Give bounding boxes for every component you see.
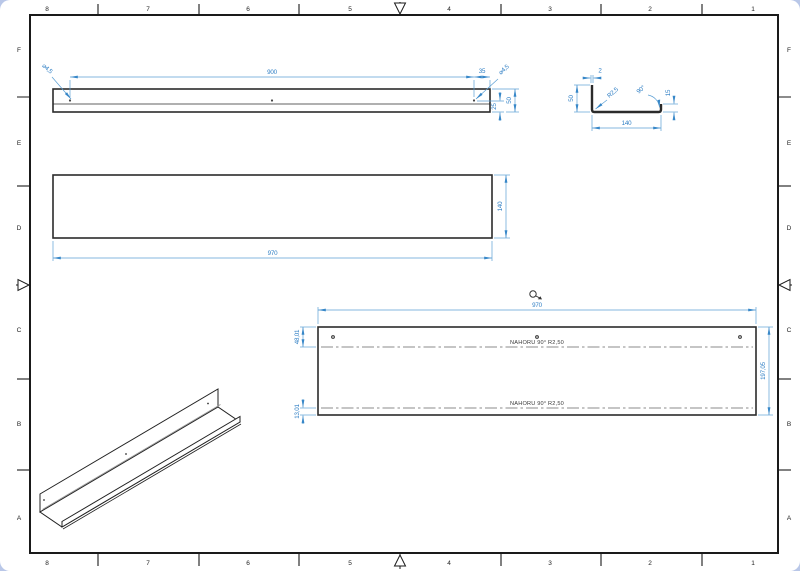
grid-letter: E: [17, 140, 22, 147]
dim-bottom-bend-offset: 13,01: [294, 403, 301, 418]
grid-number: 8: [45, 6, 49, 13]
dim-length: 900: [267, 69, 277, 76]
iso-hole: [207, 402, 209, 405]
iso-hem-edge: [62, 423, 242, 530]
iso-bend-edge: [42, 404, 221, 510]
grid-letter: A: [787, 515, 792, 522]
grid-letter: C: [17, 327, 22, 334]
grid-number: 5: [348, 6, 352, 13]
frame-ticks-top: [97, 4, 703, 14]
grid-number: 2: [648, 560, 652, 567]
section-view: 2 50 R2,5 90° 15 140: [568, 68, 678, 131]
dim-height: 50: [506, 97, 513, 104]
grid-letter: E: [787, 140, 792, 147]
grid-number: 3: [548, 560, 552, 567]
front-view: 900 35 ⌀4,5 ⌀4,5 25 50: [40, 62, 519, 121]
iso-lip-face: [61, 415, 241, 528]
frame-letters-right: F E D C B A: [787, 47, 792, 522]
grid-number: 7: [146, 560, 150, 567]
grid-letter: D: [17, 225, 22, 232]
dim-depth: 140: [497, 201, 504, 211]
bend-note-top: NAHORU 90° R2,50: [510, 340, 564, 346]
centering-arrow-right-icon: [777, 278, 792, 292]
frame-ticks-right: [779, 96, 791, 471]
dim-hole-dia-right: ⌀4,5: [497, 63, 511, 76]
dim-hole-dia-left: ⌀4,5: [40, 62, 54, 75]
frame-border: [29, 14, 779, 554]
dim-width: 140: [622, 120, 632, 127]
centering-arrow-left-icon: [16, 278, 31, 292]
unfold-icon: [529, 290, 542, 300]
grid-letter: D: [787, 225, 792, 232]
grid-number: 4: [447, 560, 451, 567]
grid-number: 1: [751, 6, 755, 13]
grid-letter: A: [17, 515, 22, 522]
dim-thickness: 2: [598, 68, 602, 75]
grid-number: 2: [648, 6, 652, 13]
dim-edge-offset: 35: [479, 68, 486, 75]
grid-number: 8: [45, 560, 49, 567]
centering-arrow-bottom-icon: [393, 552, 407, 569]
grid-number: 3: [548, 6, 552, 13]
sheet-frame: 8 7 6 5 4 3 2 1 8 7 6 5 4 3 2 1 F E D C …: [16, 2, 792, 569]
iso-bottom-face: [39, 406, 241, 528]
grid-number: 6: [246, 560, 250, 567]
dim-hole-height: 25: [491, 103, 498, 110]
frame-numbers-bottom: 8 7 6 5 4 3 2 1: [45, 560, 755, 567]
grid-number: 7: [146, 6, 150, 13]
grid-letter: B: [787, 421, 791, 428]
grid-number: 1: [751, 560, 755, 567]
grid-number: 4: [447, 6, 451, 13]
dim-length: 970: [532, 302, 542, 309]
dim-lip-height: 15: [665, 89, 672, 96]
dim-bend-radius: R2,5: [606, 86, 620, 100]
dim-flange-height: 50: [568, 95, 575, 102]
grid-letter: F: [787, 47, 791, 54]
dim-length: 970: [268, 250, 278, 257]
grid-letter: B: [17, 421, 21, 428]
grid-number: 6: [246, 6, 250, 13]
frame-ticks-left: [17, 96, 29, 471]
flat-holes: [331, 335, 742, 339]
flat-pattern-view: 970 NAHORU 90° R2,50 NAHORU 90° R2,50 48…: [294, 290, 773, 424]
frame-ticks-bottom: [97, 554, 703, 566]
grid-number: 5: [348, 560, 352, 567]
hole-center: [270, 99, 274, 102]
dim-flat-width: 197,05: [760, 361, 767, 379]
isometric-view: [39, 388, 242, 530]
frame-letters-left: F E D C B A: [17, 47, 22, 522]
iso-hole: [43, 499, 45, 501]
plan-view: 140 970: [52, 174, 510, 261]
dim-bend-angle: 90°: [635, 84, 647, 95]
centering-arrow-top-icon: [393, 2, 407, 16]
frame-numbers-top: 8 7 6 5 4 3 2 1: [45, 6, 755, 13]
hole-left: [68, 99, 72, 102]
bend-note-bottom: NAHORU 90° R2,50: [510, 401, 564, 407]
grid-letter: C: [787, 327, 792, 334]
hole-right: [472, 99, 476, 102]
iso-hole: [125, 453, 127, 455]
dim-top-bend-offset: 48,01: [294, 329, 301, 344]
grid-letter: F: [17, 47, 21, 54]
